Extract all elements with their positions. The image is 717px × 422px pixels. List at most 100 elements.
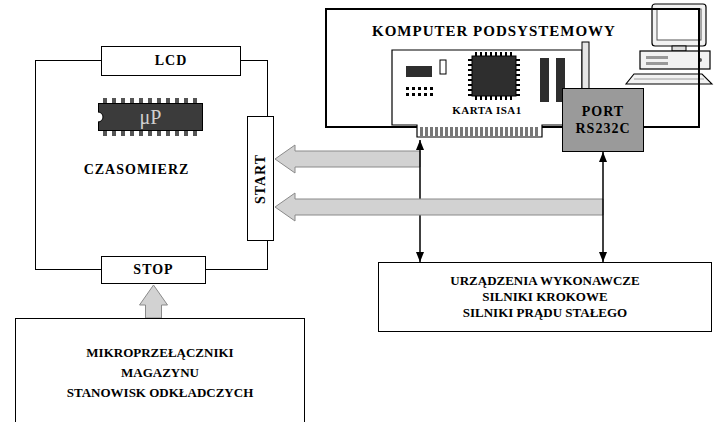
chip-pin bbox=[157, 98, 161, 103]
chip-pin bbox=[166, 98, 170, 103]
capacitor bbox=[440, 60, 446, 74]
chip-pin bbox=[516, 69, 520, 71]
data-flow-arrow bbox=[275, 145, 420, 173]
node-label: CZASOMIERZ bbox=[36, 161, 237, 179]
jumper-pin bbox=[430, 87, 433, 90]
drive-slot bbox=[646, 56, 668, 59]
start-input: START bbox=[247, 116, 274, 241]
data-flow-arrow bbox=[275, 193, 603, 221]
chip-pin bbox=[157, 131, 161, 136]
timer-box: CZASOMIERZLCDμPSTARTSTOP bbox=[35, 60, 268, 270]
edge-contact bbox=[525, 127, 528, 136]
jumper-pin bbox=[406, 87, 409, 90]
chip-pin bbox=[103, 98, 107, 103]
monitor-case bbox=[652, 4, 706, 46]
edge-contact bbox=[505, 127, 508, 136]
chip-pin bbox=[505, 96, 507, 100]
chip-pin bbox=[103, 131, 107, 136]
chip-pin bbox=[480, 52, 482, 56]
edge-contact bbox=[520, 127, 523, 136]
chip-pin bbox=[148, 131, 152, 136]
chip-pin bbox=[193, 131, 197, 136]
edge-contact bbox=[425, 127, 428, 136]
computer-frame: KOMPUTER PODSYSTEMOWYKARTA ISA1PORT RS23… bbox=[325, 8, 700, 128]
jumper-pin bbox=[412, 93, 415, 96]
node-label: PORT RS232C bbox=[575, 103, 630, 138]
chip-pin bbox=[516, 59, 520, 61]
jumper-pin bbox=[412, 87, 415, 90]
chip-pin bbox=[485, 96, 487, 100]
small-chip bbox=[540, 58, 549, 102]
chip-pin bbox=[148, 98, 152, 103]
chip-pin bbox=[500, 52, 502, 56]
edge-contact bbox=[530, 127, 533, 136]
main-chip bbox=[472, 56, 516, 96]
edge-contact bbox=[480, 127, 483, 136]
chip-pin bbox=[112, 131, 116, 136]
edge-contact bbox=[495, 127, 498, 136]
edge-contact bbox=[460, 127, 463, 136]
chip-pin bbox=[184, 131, 188, 136]
chip-pin bbox=[468, 69, 472, 71]
chip-pin bbox=[130, 98, 134, 103]
chip-pin bbox=[480, 96, 482, 100]
chip-pin bbox=[468, 64, 472, 66]
edge-contact bbox=[465, 127, 468, 136]
chip-pin bbox=[468, 94, 472, 96]
chip-notch bbox=[98, 112, 103, 122]
jumper-pin bbox=[424, 87, 427, 90]
edge-contact bbox=[510, 127, 513, 136]
chip-pin bbox=[121, 131, 125, 136]
circuit-board bbox=[392, 50, 582, 137]
chip-pin bbox=[139, 98, 143, 103]
jumper-pin bbox=[430, 93, 433, 96]
monitor-stand bbox=[672, 46, 686, 51]
chip-pin bbox=[495, 96, 497, 100]
chip-pin bbox=[510, 52, 512, 56]
node-label: KOMPUTER PODSYSTEMOWY bbox=[372, 22, 616, 41]
drive-slot bbox=[646, 62, 668, 65]
chip-pin bbox=[184, 98, 188, 103]
monitor-screen bbox=[657, 9, 701, 40]
chip-pin bbox=[485, 52, 487, 56]
chip-pin bbox=[490, 96, 492, 100]
chip-pin bbox=[475, 96, 477, 100]
stop-input: STOP bbox=[101, 256, 206, 284]
jumper-pin bbox=[418, 93, 421, 96]
node-label: MIKROPRZEŁĄCZNIKI MAGAZYNU STANOWISK ODK… bbox=[16, 343, 304, 403]
lcd-box: LCD bbox=[101, 46, 241, 76]
chip-pin bbox=[468, 89, 472, 91]
edge-contact bbox=[445, 127, 448, 136]
chip-pin bbox=[516, 64, 520, 66]
chip-pin bbox=[175, 98, 179, 103]
chip-pin bbox=[130, 131, 134, 136]
jumper-pin bbox=[424, 93, 427, 96]
edge-contact bbox=[420, 127, 423, 136]
chip-pin bbox=[516, 89, 520, 91]
edge-contact bbox=[500, 127, 503, 136]
jumper-pin bbox=[418, 87, 421, 90]
serial-port-box: PORT RS232C bbox=[562, 88, 644, 152]
chip-pin bbox=[510, 96, 512, 100]
chip-pin bbox=[121, 98, 125, 103]
microswitch-box: MIKROPRZEŁĄCZNIKI MAGAZYNU STANOWISK ODK… bbox=[15, 318, 305, 422]
edge-contact bbox=[490, 127, 493, 136]
edge-contact bbox=[430, 127, 433, 136]
edge-contact bbox=[470, 127, 473, 136]
chip-pin bbox=[516, 74, 520, 76]
small-chip bbox=[406, 66, 432, 77]
chip-pin bbox=[193, 98, 197, 103]
edge-contact bbox=[535, 127, 538, 136]
microprocessor-chip: μP bbox=[98, 103, 203, 131]
chip-pin bbox=[516, 79, 520, 81]
node-label: START bbox=[252, 153, 270, 203]
edge-contact bbox=[475, 127, 478, 136]
edge-contact bbox=[440, 127, 443, 136]
actuators-box: URZĄDZENIA WYKONAWCZE SILNIKI KROKOWE SI… bbox=[378, 262, 712, 332]
node-label: KARTA ISA1 bbox=[392, 104, 582, 118]
chip-pin bbox=[175, 131, 179, 136]
jumper-pin bbox=[406, 93, 409, 96]
chip-pin bbox=[505, 52, 507, 56]
chip-pin bbox=[475, 52, 477, 56]
